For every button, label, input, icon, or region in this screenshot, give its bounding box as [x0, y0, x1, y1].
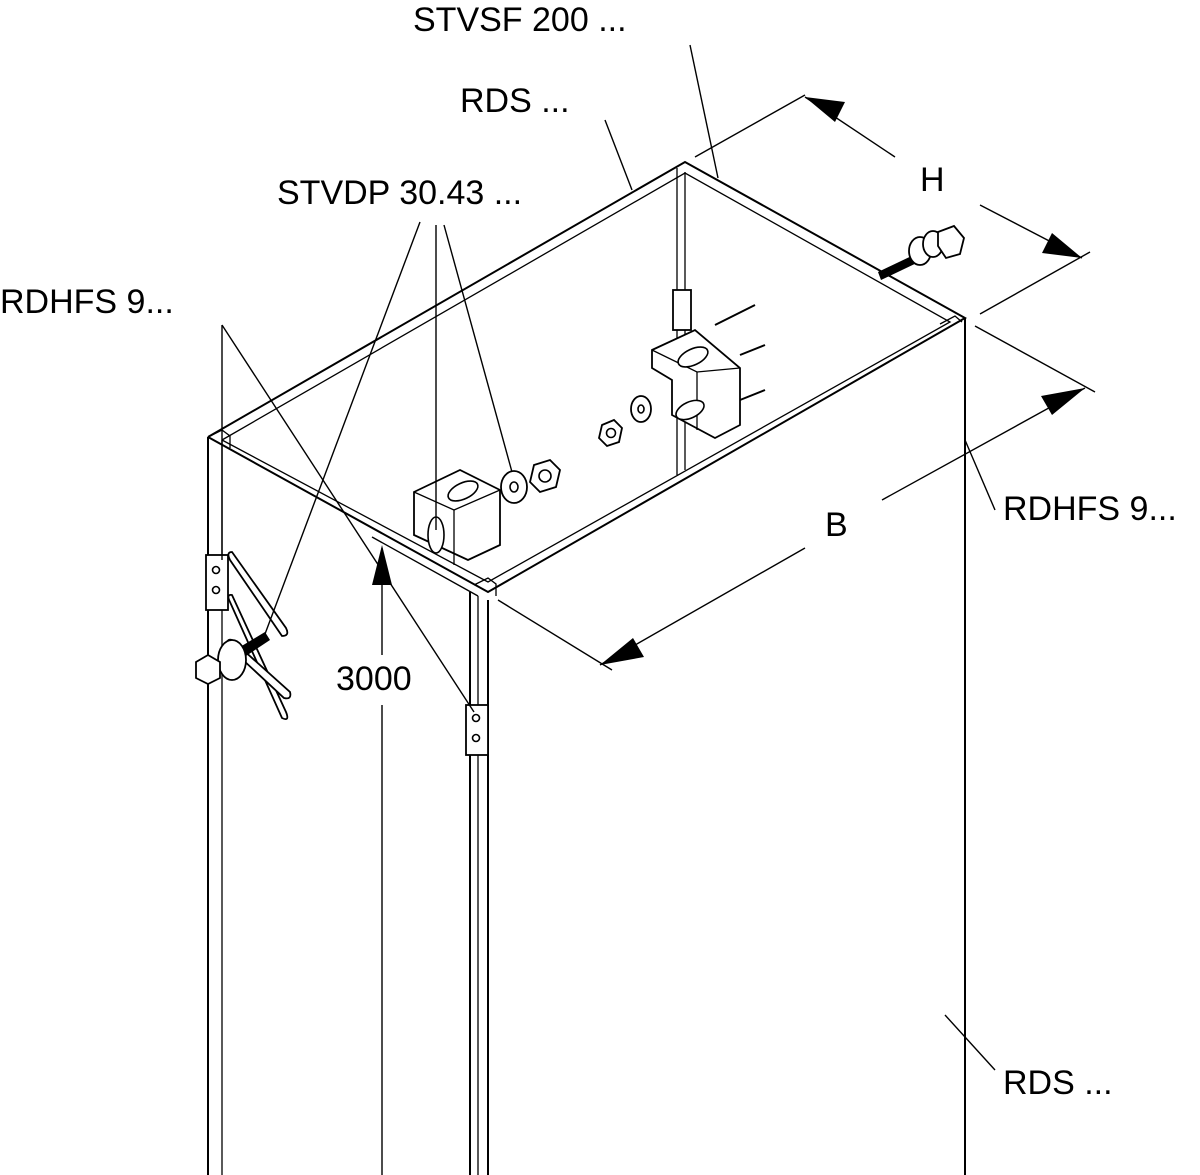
box-body [207, 160, 968, 1175]
dimension-b-label: B [825, 506, 848, 544]
label-stvsf: STVSF 200 ... [413, 1, 627, 39]
dimension-h-label: H [920, 161, 945, 199]
mounting-bracket-back [651, 304, 766, 440]
dimension-h [694, 94, 1091, 315]
connector-strip-back [672, 289, 692, 331]
dimension-3000 [371, 536, 479, 1175]
label-rds-bottom: RDS ... [1003, 1064, 1113, 1102]
bolt-right [878, 224, 965, 280]
dimension-3000-label: 3000 [336, 660, 412, 698]
label-stvdp: STVDP 30.43 ... [277, 174, 523, 212]
dimension-b [497, 325, 1096, 671]
label-rdhfs-left: RDHFS 9... [0, 283, 174, 321]
leader-lines [221, 44, 996, 1071]
nut-back [598, 418, 623, 448]
washer-front [500, 470, 528, 504]
connector-strip-front [465, 704, 489, 756]
connector-strip-left [205, 554, 229, 611]
mounting-bracket-front [413, 468, 501, 565]
label-rds-top: RDS ... [460, 82, 570, 120]
washer-back [630, 395, 652, 423]
nut-front [529, 458, 561, 494]
label-rdhfs-right: RDHFS 9... [1003, 490, 1177, 528]
